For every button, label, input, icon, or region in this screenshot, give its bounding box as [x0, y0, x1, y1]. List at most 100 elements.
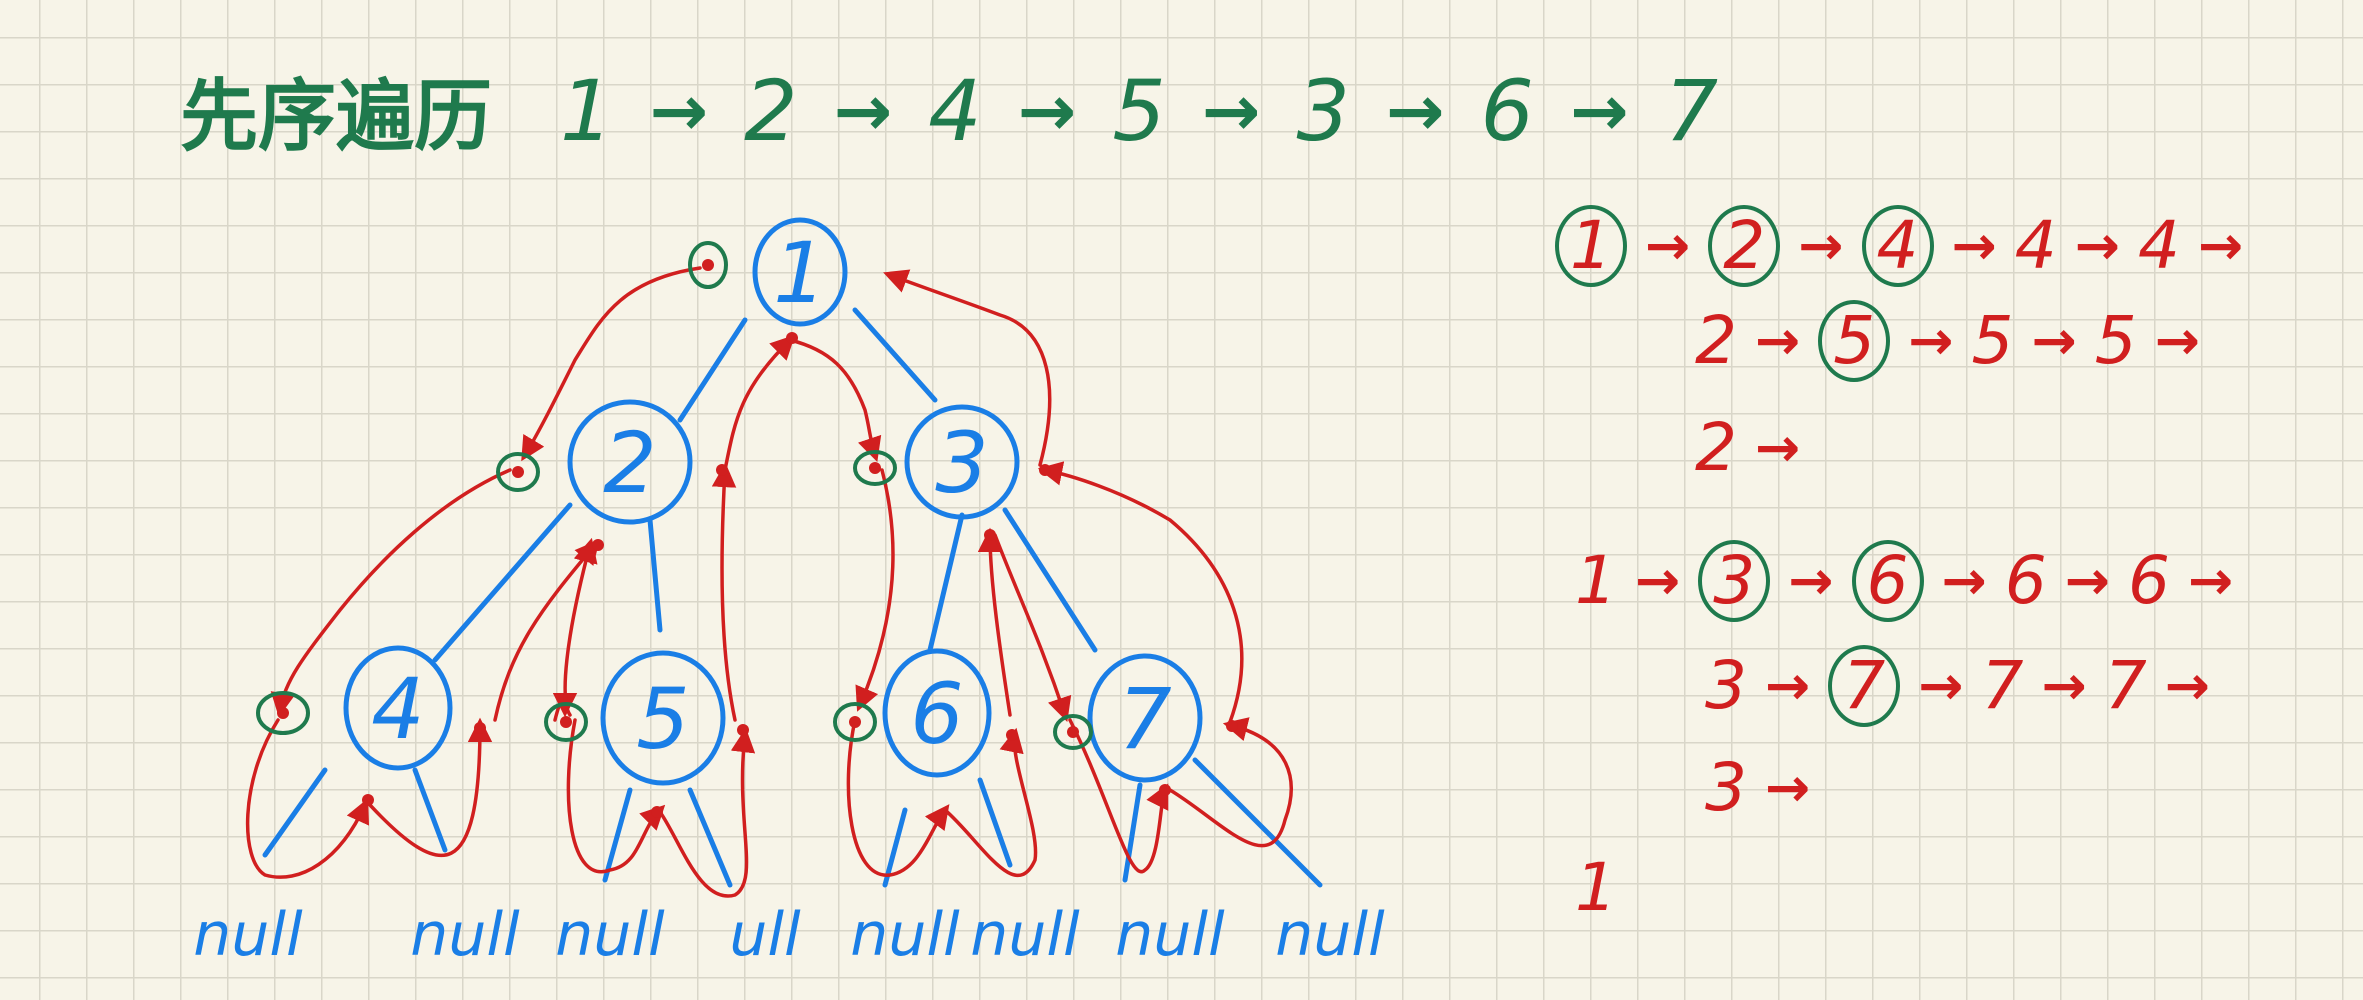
visit-marker	[496, 452, 540, 492]
trace-arrow: →	[1918, 654, 1964, 717]
traversal-arrow	[1037, 461, 1244, 724]
tree-node-3: 3	[904, 404, 1020, 520]
tree-edge	[687, 787, 733, 888]
title-label: 先序遍历	[180, 71, 493, 162]
trace-token-circled: 3	[1698, 540, 1771, 622]
traversal-arrow	[368, 717, 493, 857]
sequence-arrow: →	[833, 70, 893, 152]
visit-marker	[688, 241, 728, 289]
tree-edge	[1122, 782, 1143, 883]
trace-row: 1	[1575, 855, 1617, 921]
visit-marker	[256, 691, 310, 735]
null-leaf: null	[1115, 900, 1225, 970]
trace-token: 1	[1575, 849, 1617, 926]
return-dot	[592, 539, 604, 551]
trace-arrow: →	[2031, 309, 2077, 372]
null-leaf: null	[193, 900, 303, 970]
node-circle	[600, 650, 726, 786]
trace-arrow: →	[1765, 654, 1811, 717]
null-leaf: null	[555, 900, 665, 970]
sequence-arrow: →	[1385, 70, 1445, 152]
trace-token: 4	[2138, 207, 2180, 284]
tree-edge	[927, 512, 965, 653]
trace-arrow: →	[1798, 214, 1844, 277]
return-dot	[716, 464, 728, 476]
trace-arrow: →	[2188, 549, 2234, 612]
null-leaf: ull	[729, 900, 801, 970]
node-label: 6	[910, 665, 963, 763]
visit-marker	[833, 702, 877, 742]
trace-arrow: →	[1951, 214, 1997, 277]
traversal-arrow	[1168, 717, 1293, 848]
trace-token: 2	[1695, 409, 1737, 486]
trace-arrow: →	[1941, 549, 1987, 612]
trace-token-circled: 4	[1861, 205, 1934, 287]
traversal-arrow	[977, 527, 1012, 717]
traversal-arrow	[245, 718, 370, 879]
trace-token-circled: 7	[1828, 645, 1901, 727]
tree-edge	[602, 787, 633, 883]
traversal-arrow	[883, 269, 1052, 467]
tree-node-6: 6	[882, 648, 992, 778]
tree-edge	[412, 767, 448, 853]
node-circle	[904, 404, 1020, 520]
visit-markers	[256, 241, 1238, 818]
tree-node-2: 2	[567, 399, 693, 525]
return-dot	[474, 722, 486, 734]
trace-arrow: →	[2154, 309, 2200, 372]
traversal-arrow	[1068, 718, 1169, 874]
visit-marker	[544, 702, 588, 742]
return-dot	[1159, 784, 1171, 796]
tree-edge	[677, 317, 748, 423]
node-circle	[343, 645, 453, 771]
trace-token: 5	[1971, 302, 2014, 379]
node-label: 2	[603, 414, 656, 512]
null-leaf: null	[1275, 900, 1385, 970]
node-circle	[882, 648, 992, 778]
traversal-arrow	[270, 468, 512, 718]
null-leaf: null	[410, 900, 520, 970]
traversal-arrow	[711, 462, 737, 722]
node-circle	[752, 217, 848, 327]
node-label: 7	[1118, 670, 1171, 768]
node-label: 3	[935, 414, 988, 512]
trace-row: 3→	[1705, 755, 1810, 821]
visit-marker	[853, 450, 897, 486]
tree-node-4: 4	[343, 645, 453, 771]
trace-row: 2→5→5→5→	[1695, 300, 2200, 382]
tree-edges	[262, 307, 1323, 888]
traversal-arrow	[943, 727, 1038, 877]
return-dot	[984, 529, 996, 541]
traversal-arrow	[566, 718, 666, 874]
trace-arrow: →	[1765, 756, 1811, 819]
tree-edge	[432, 502, 573, 663]
node-label: 1	[773, 224, 826, 322]
tree-edge	[1002, 507, 1098, 653]
trace-token: 2	[1695, 302, 1737, 379]
trace-token: 7	[1981, 647, 2024, 724]
trace-token-circled: 5	[1818, 300, 1891, 382]
traversal-arrow	[846, 718, 950, 877]
trace-row: 3→7→7→7→	[1705, 645, 2210, 727]
tree-edge	[977, 777, 1013, 868]
trace-row: 1→3→6→6→6→	[1575, 540, 2233, 622]
sequence-arrow: →	[1017, 70, 1077, 152]
null-leaf: null	[970, 900, 1080, 970]
sequence-arrow: →	[649, 70, 709, 152]
tree-nodes: 1 2 3 4 5 6 7	[343, 217, 1203, 786]
traversal-arrow	[521, 266, 702, 462]
traversal-arrow	[723, 334, 796, 472]
trace-row: 2→	[1695, 415, 1800, 481]
trace-arrow: →	[2074, 214, 2120, 277]
sequence-item: 5	[1112, 62, 1166, 160]
return-dot	[737, 724, 749, 736]
trace-token: 7	[2104, 647, 2147, 724]
return-dot	[786, 332, 798, 344]
tree-node-5: 5	[600, 650, 726, 786]
trace-arrow: →	[1755, 309, 1801, 372]
sequence-arrow: →	[1201, 70, 1261, 152]
node-label: 4	[371, 660, 424, 758]
sequence-item: 7	[1664, 62, 1719, 160]
